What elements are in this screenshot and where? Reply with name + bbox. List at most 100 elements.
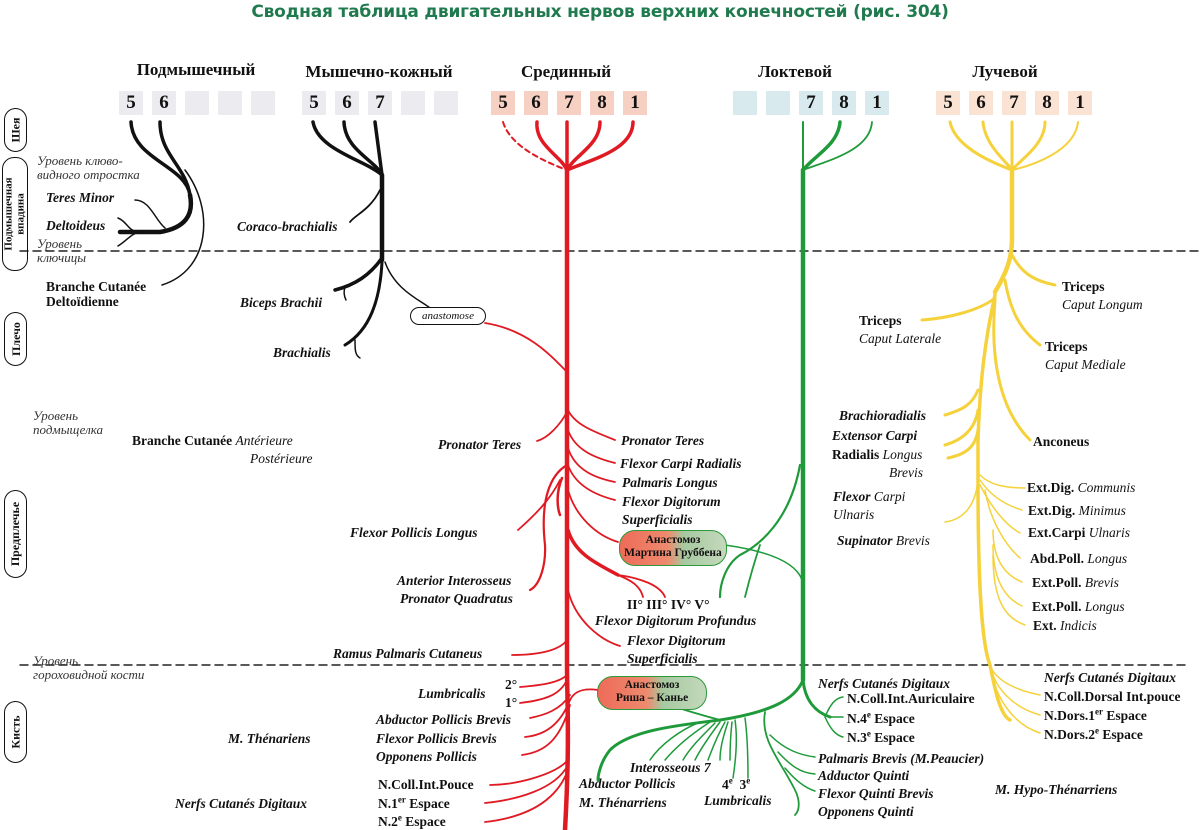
radial-anconeus <box>992 298 1032 442</box>
label-ext-poll-brevis: Ext.Poll. Brevis <box>1032 575 1119 590</box>
median-fpl-stub <box>556 476 564 517</box>
segment-box: 5 <box>302 91 326 115</box>
riche-line1: Анастомоз <box>624 679 680 691</box>
label-lumb-4e-3e: 4e 3e <box>722 775 750 792</box>
median-trunk <box>562 167 571 830</box>
label-palmaris-brevis: Palmaris Brevis (M.Peaucier) <box>818 751 985 766</box>
n3e-base: N.3 <box>847 730 867 745</box>
median-fds-lower <box>567 589 621 647</box>
label-n-dors-2e: N.Dors.2e Espace <box>1044 726 1143 742</box>
radialis-bold: Radialis <box>832 447 880 462</box>
median-anastomose-link <box>484 322 566 371</box>
label-flexor-pollicis-brevis: Flexor Pollicis Brevis <box>376 731 497 746</box>
label-coraco-brachialis: Coraco-brachialis <box>237 219 338 234</box>
median-fcr <box>567 429 616 464</box>
segment-box: 6 <box>335 91 359 115</box>
label-n-3e-espace: N.3e Espace <box>847 729 915 745</box>
label-branche-bold: Branche Cutanée <box>132 433 233 448</box>
level-pisiform-line1: Уровень <box>33 653 79 668</box>
n4e-sup: e <box>866 709 871 720</box>
region-hand-label: Кисть <box>8 715 23 749</box>
median-apb <box>529 694 571 719</box>
segment-box: 5 <box>119 91 143 115</box>
edm-bold: Ext.Dig. <box>1028 503 1076 518</box>
label-ext-poll-longus: Ext.Poll. Longus <box>1032 599 1125 614</box>
label-nerfs-cutanes-radial: Nerfs Cutanés Digitaux <box>1044 670 1177 685</box>
segment-box: 8 <box>1035 91 1059 115</box>
mc-root-6 <box>342 120 384 177</box>
label-flexor-pollicis-longus: Flexor Pollicis Longus <box>350 525 478 540</box>
label-flexor-quinti-brevis: Flexor Quinti Brevis <box>818 786 934 801</box>
radial-edc <box>979 474 1026 489</box>
label-nerfs-cutanes-median: Nerfs Cutanés Digitaux <box>175 796 308 811</box>
ulnar-to-fdp <box>718 463 802 599</box>
fcu-italic: Carpi <box>870 489 906 504</box>
segment-box: 6 <box>152 91 176 115</box>
median-fdp-II <box>617 574 644 598</box>
label-fds-lower-1: Flexor Digitorum <box>627 633 726 648</box>
triceps-med-bold: Triceps <box>1045 339 1088 354</box>
median-fpl <box>517 479 561 531</box>
triceps-lat-italic: Caput Laterale <box>859 331 942 346</box>
radial-root-6 <box>981 120 1014 172</box>
label-teres-minor: Teres Minor <box>46 190 115 205</box>
axillary-root-6 <box>158 120 192 197</box>
label-n-1er-espace: N.1er Espace <box>378 795 450 811</box>
level-epicondyle-line2: подмыщелка <box>33 422 104 437</box>
mc-brachialis-br <box>354 339 361 359</box>
label-lumb-1: 1° <box>505 695 518 710</box>
label-n-coll-int-auriculaire: N.Coll.Int.Auriculaire <box>847 691 975 706</box>
ulnar-adductor-quinti <box>777 751 816 775</box>
nerve-name-ulnar: Локтевой <box>758 62 832 81</box>
label-radialis-longus: Radialis Longus <box>832 447 922 462</box>
median-n1er <box>484 764 569 804</box>
label-interosseous: Interosseous 7 <box>630 760 711 775</box>
region-neck: Шея <box>4 108 27 152</box>
label-abd-poll-longus: Abd.Poll. Longus <box>1030 551 1127 566</box>
radial-supinator <box>944 479 979 523</box>
segment-box: 5 <box>936 91 960 115</box>
median-fdp-trunk <box>566 528 620 577</box>
edc-bold: Ext.Dig. <box>1027 480 1075 495</box>
label-palmaris-longus: Palmaris Longus <box>622 475 718 490</box>
n1er-tail: Espace <box>405 796 450 811</box>
label-abductor-pollicis-brevis: Abductor Pollicis Brevis <box>376 712 511 727</box>
martin-line1: Анастомоз <box>645 534 701 546</box>
radial-eip <box>992 554 1026 626</box>
radial-trunk-upper <box>992 167 1015 295</box>
level-coracoid: Уровень клюво-видного отростка <box>37 154 140 182</box>
lumb4e-sup: e <box>728 775 733 786</box>
ecu-bold: Ext.Carpi <box>1028 525 1086 540</box>
label-branche-cutanee-ant: Branche Cutanée Antérieure <box>132 433 293 448</box>
ulnar-hypothenar <box>763 711 800 816</box>
label-ext-dig-minimus: Ext.Dig. Minimus <box>1028 503 1126 518</box>
supinator-bold: Supinator <box>837 533 893 548</box>
ulnar-root-1 <box>802 121 873 171</box>
region-forearm-label: Предплечье <box>8 501 23 567</box>
epb-italic: Brevis <box>1081 575 1119 590</box>
ulnar-fdp-V <box>744 544 761 598</box>
label-m-hypo-thenarriens: M. Hypo-Thénarriens <box>995 782 1118 797</box>
lumb4e-base: 4 <box>722 777 729 792</box>
longus-italic: Longus <box>879 447 923 462</box>
label-ext-dig-communis: Ext.Dig. Communis <box>1027 480 1135 495</box>
level-clavicle-line1: Уровень <box>37 236 83 251</box>
median-palmaris-longus <box>567 447 616 483</box>
ndors1-base: N.Dors.1 <box>1044 708 1095 723</box>
region-forearm: Предплечье <box>4 490 27 578</box>
segment-box: 6 <box>524 91 548 115</box>
axillary-deltoid-1 <box>117 217 141 233</box>
ndors2-tail: Espace <box>1099 727 1143 742</box>
triceps-longum-bold: Triceps <box>1062 279 1105 294</box>
mc-biceps-br1 <box>343 286 347 301</box>
triceps-longum-italic: Caput Longum <box>1062 297 1143 312</box>
radial-triceps-longum <box>1010 253 1057 287</box>
median-nerve <box>484 120 666 830</box>
epb-bold: Ext.Poll. <box>1032 575 1082 590</box>
segment-box <box>251 91 275 115</box>
ulnar-interosseous-3 <box>682 722 716 761</box>
apl-italic: Longus <box>1084 551 1128 566</box>
label-fdp-digits: II° III° IV° V° <box>627 597 710 612</box>
